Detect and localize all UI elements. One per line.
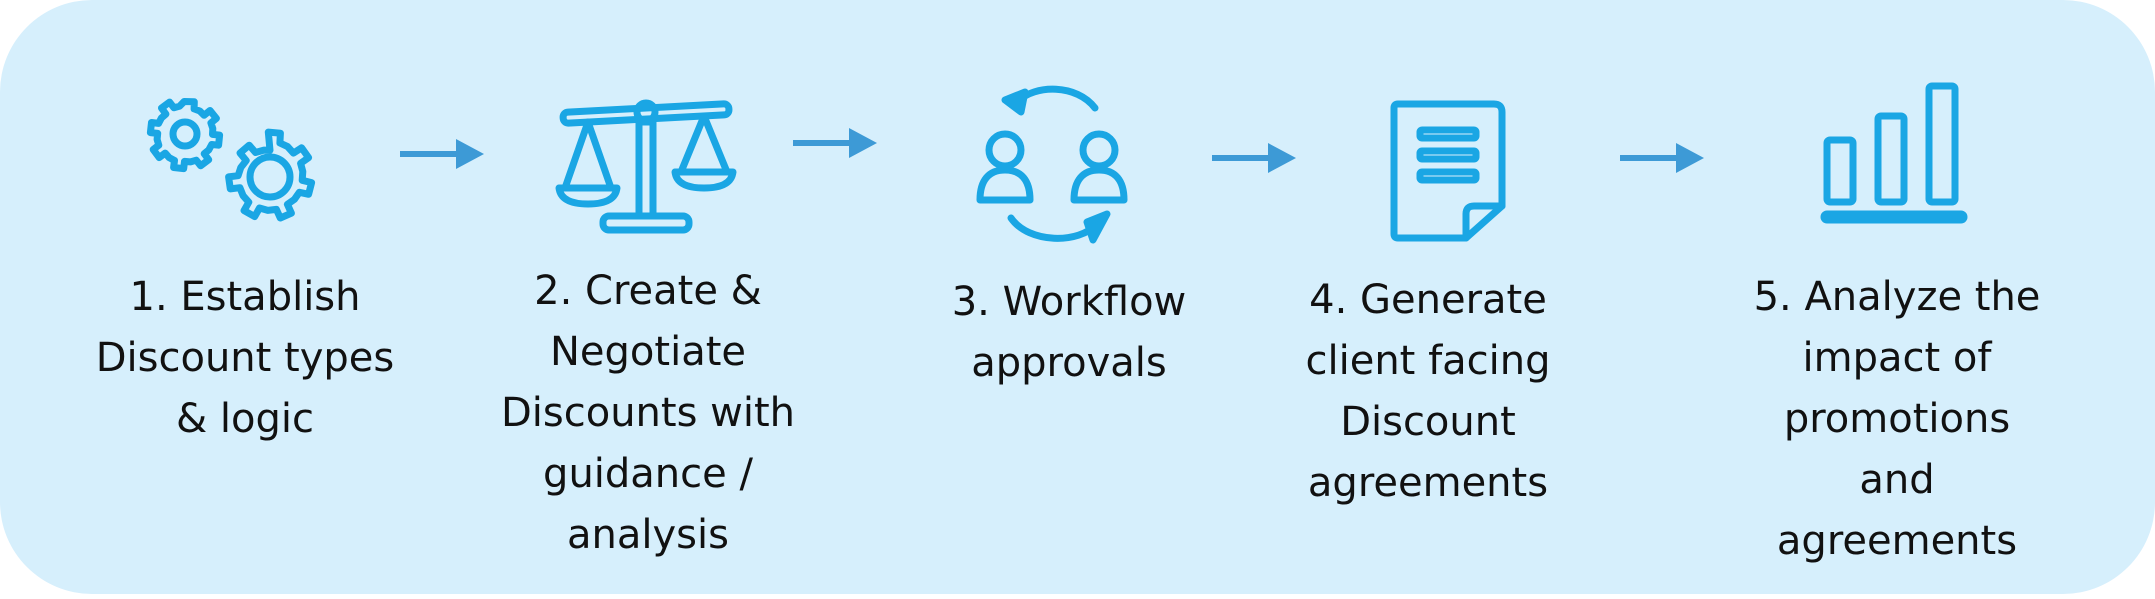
step-3-line: approvals (971, 340, 1167, 386)
arrow-right-icon (1620, 143, 1704, 173)
document-icon (1390, 100, 1506, 242)
step-1-line: 1. Establish (129, 274, 361, 320)
workflow-users-icon (975, 82, 1130, 247)
step-1-label: 1. Establish Discount types & logic (75, 267, 415, 450)
balance-scale-icon (553, 96, 739, 236)
step-5-line: promotions (1783, 396, 2011, 442)
step-2-label: 2. Create & Negotiate Discounts with gui… (478, 261, 818, 566)
gears-icon (146, 98, 325, 243)
step-3-line: 3. Workflow (951, 279, 1187, 325)
step-5-line: impact of (1802, 335, 1992, 381)
step-4-line: 4. Generate (1309, 277, 1547, 323)
step-5-line: and (1859, 457, 1935, 503)
step-4-line: Discount (1340, 399, 1516, 445)
step-4-line: client facing (1305, 338, 1551, 384)
step-2-line: Discounts with (500, 390, 796, 436)
step-4-line: agreements (1307, 460, 1549, 506)
step-2-line: guidance / (543, 451, 753, 497)
step-5-label: 5. Analyze the impact of promotions and … (1727, 267, 2067, 572)
bar-chart-icon (1820, 82, 1968, 224)
arrow-right-icon (1212, 143, 1296, 173)
step-1-line: Discount types (95, 335, 395, 381)
step-2-line: analysis (567, 512, 729, 558)
step-2-line: 2. Create & (534, 268, 762, 314)
step-2-line: Negotiate (550, 329, 746, 375)
step-5-line: 5. Analyze the (1753, 274, 2041, 320)
step-1-line: & logic (176, 396, 314, 442)
arrow-right-icon (793, 128, 877, 158)
arrow-right-icon (400, 139, 484, 169)
step-3-label: 3. Workflow approvals (899, 272, 1239, 394)
step-4-label: 4. Generate client facing Discount agree… (1258, 270, 1598, 514)
step-5-line: agreements (1776, 518, 2018, 564)
